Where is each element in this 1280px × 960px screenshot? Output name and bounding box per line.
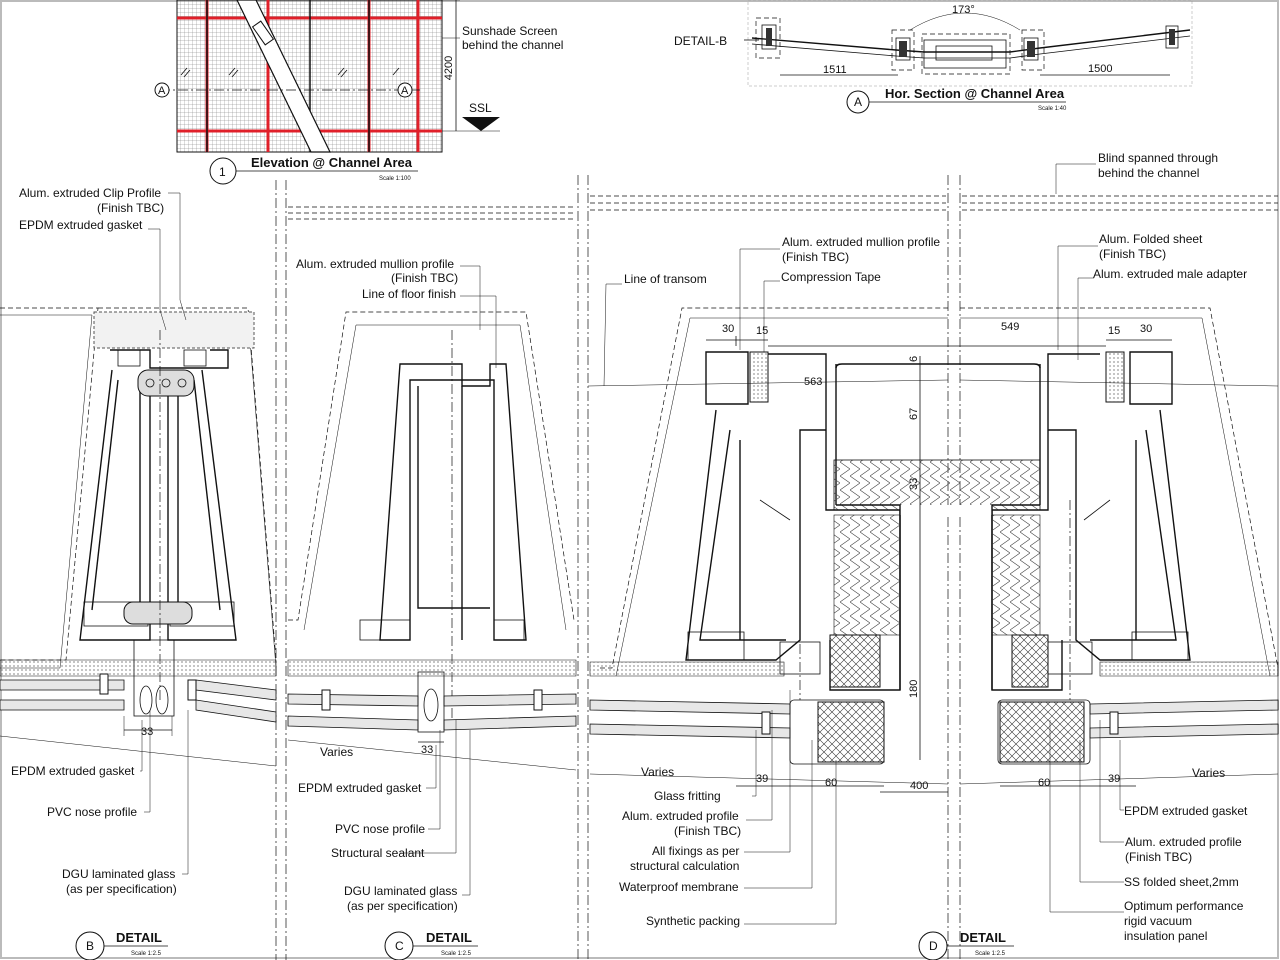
- c-floor-finish: Line of floor finish: [362, 287, 456, 301]
- detail-b-tag: DETAIL-B: [674, 34, 727, 48]
- ssl-label: SSL: [469, 101, 492, 115]
- d-mullion: Alum. extruded mullion profile: [782, 235, 940, 249]
- d-dim-39-right: 39: [1108, 773, 1120, 785]
- section-marker-left-letter: A: [158, 85, 166, 97]
- detail-d-scale: Scale 1:2.5: [975, 951, 1006, 957]
- elevation-title: Elevation @ Channel Area: [251, 155, 413, 170]
- c-mullion-finish: (Finish TBC): [391, 271, 458, 285]
- d-dim-30-left: 30: [722, 323, 734, 335]
- elevation-drawing: [160, 0, 500, 185]
- d-glass-fritting: Glass fritting: [654, 789, 721, 803]
- sunshade-label-1: Sunshade Screen: [462, 24, 557, 38]
- d-profile-left-finish: (Finish TBC): [674, 824, 741, 838]
- d-dim-60-left: 60: [825, 777, 837, 789]
- d-profile-right-finish: (Finish TBC): [1125, 850, 1192, 864]
- hor-section-scale: Scale 1:40: [1038, 106, 1067, 112]
- detail-d-title: DETAIL: [960, 930, 1006, 945]
- d-insul-2: rigid vacuum: [1124, 914, 1192, 928]
- d-compression-tape: Compression Tape: [781, 270, 881, 284]
- d-varies-right: Varies: [1192, 766, 1225, 780]
- d-transom: Line of transom: [624, 272, 707, 286]
- b-clip-finish: (Finish TBC): [97, 201, 164, 215]
- detail-c-leaders: [400, 265, 497, 896]
- elevation-number: 1: [219, 165, 226, 179]
- d-dim-6: 6: [908, 356, 920, 362]
- detail-b-leaders: [140, 192, 189, 875]
- d-folded-sheet: Alum. Folded sheet: [1099, 232, 1203, 246]
- d-fixings-2: structural calculation: [630, 859, 739, 873]
- d-dim-400: 400: [910, 780, 928, 792]
- c-varies: Varies: [320, 745, 353, 759]
- detail-d-marker: D: [929, 939, 938, 953]
- c-pvc-nose: PVC nose profile: [335, 822, 425, 836]
- d-dim-39-left: 39: [756, 773, 768, 785]
- detail-c-title: DETAIL: [426, 930, 472, 945]
- hor-dim-left: 1511: [823, 64, 847, 76]
- blind-band: [288, 195, 1278, 220]
- detail-b-marker: B: [86, 939, 94, 953]
- d-blind-2: behind the channel: [1098, 166, 1199, 180]
- c-sealant: Structural sealant: [331, 846, 425, 860]
- detail-d-drawing: [587, 307, 1279, 960]
- d-dim-563: 563: [804, 376, 822, 388]
- hor-dim-right: 1500: [1088, 63, 1112, 75]
- c-mullion: Alum. extruded mullion profile: [296, 257, 454, 271]
- detail-b-title: DETAIL: [116, 930, 162, 945]
- elevation-height-dim: 4200: [443, 56, 455, 80]
- b-clip-profile: Alum. extruded Clip Profile: [19, 186, 161, 200]
- d-epdm-right: EPDM extruded gasket: [1124, 804, 1248, 818]
- sunshade-label-2: behind the channel: [462, 38, 563, 52]
- b-dgu-1: DGU laminated glass: [62, 867, 175, 881]
- d-dim-180: 180: [908, 680, 920, 698]
- d-dim-60-right: 60: [1038, 777, 1050, 789]
- hor-section-title: Hor. Section @ Channel Area: [885, 86, 1065, 101]
- d-varies-left: Varies: [641, 765, 674, 779]
- section-marker-left: [154, 82, 170, 98]
- b-epdm-top: EPDM extruded gasket: [19, 218, 143, 232]
- d-dim-15-right: 15: [1108, 325, 1120, 337]
- d-ss-sheet: SS folded sheet,2mm: [1124, 875, 1239, 889]
- d-dim-67: 67: [908, 408, 920, 420]
- c-dim-33: 33: [421, 744, 433, 756]
- d-mullion-finish: (Finish TBC): [782, 250, 849, 264]
- d-dim-549: 549: [1001, 321, 1019, 333]
- view-separators: [275, 175, 961, 960]
- detail-b-drawing: [0, 307, 277, 960]
- d-dim-15-left: 15: [756, 325, 768, 337]
- hor-angle: 173°: [952, 4, 975, 16]
- b-dim-33: 33: [141, 726, 153, 738]
- d-membrane: Waterproof membrane: [619, 880, 739, 894]
- b-pvc-nose: PVC nose profile: [47, 805, 137, 819]
- detail-c-marker: C: [395, 939, 404, 953]
- d-dim-30-right: 30: [1140, 323, 1152, 335]
- c-dgu-1: DGU laminated glass: [344, 884, 457, 898]
- hor-section-drawing: [744, 0, 1193, 114]
- c-dgu-2: (as per specification): [347, 899, 458, 913]
- c-epdm: EPDM extruded gasket: [298, 781, 422, 795]
- d-fixings-1: All fixings as per: [652, 844, 739, 858]
- hor-section-marker: A: [854, 95, 862, 109]
- detail-b-scale: Scale 1:2.5: [131, 951, 162, 957]
- d-profile-right: Alum. extruded profile: [1125, 835, 1242, 849]
- d-male-adapter: Alum. extruded male adapter: [1093, 267, 1247, 281]
- d-insul-3: insulation panel: [1124, 929, 1207, 943]
- d-dim-33: 33: [908, 478, 920, 490]
- section-marker-right: [397, 82, 413, 98]
- d-insul-1: Optimum performance: [1124, 899, 1244, 913]
- detail-c-scale: Scale 1:2.5: [441, 951, 472, 957]
- detail-c-drawing: [287, 311, 577, 960]
- d-profile-left: Alum. extruded profile: [622, 809, 739, 823]
- elevation-scale: Scale 1:100: [379, 176, 411, 182]
- b-epdm-bottom: EPDM extruded gasket: [11, 764, 135, 778]
- b-dgu-2: (as per specification): [66, 882, 177, 896]
- section-marker-right-letter: A: [401, 85, 409, 97]
- d-packing: Synthetic packing: [646, 914, 740, 928]
- d-blind-1: Blind spanned through: [1098, 151, 1218, 165]
- d-folded-finish: (Finish TBC): [1099, 247, 1166, 261]
- detail-d-leaders: [603, 163, 1124, 925]
